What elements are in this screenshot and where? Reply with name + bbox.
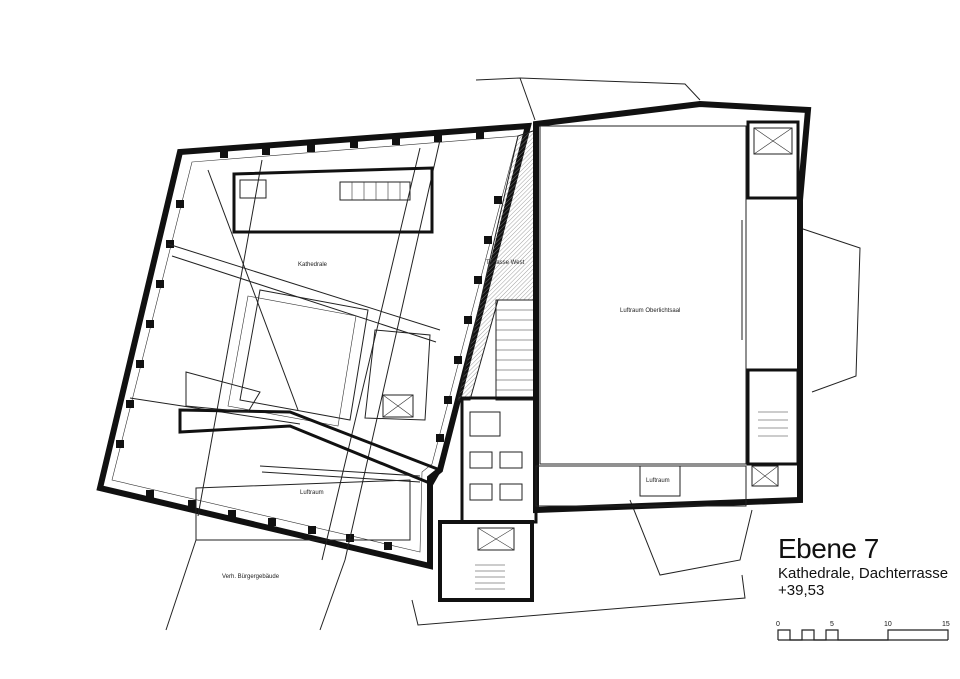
scale-tick-5: 5 (830, 621, 834, 628)
south-stair-tower (438, 520, 534, 602)
perimeter-columns (116, 131, 502, 550)
level-subtitle: Kathedrale, Dachterrasse (778, 565, 949, 582)
context-outlines (165, 77, 861, 631)
luftraum-band (178, 371, 443, 541)
label-luftraum: Luftraum (300, 490, 324, 496)
level-elevation: +39,53 (778, 582, 825, 599)
label-luftraum-small: Luftraum (646, 478, 670, 484)
title-block: Ebene 7 Kathedrale, Dachterrasse +39,53 (778, 533, 958, 599)
kathedrale-interior (129, 139, 441, 561)
level-title: Ebene 7 (778, 533, 879, 564)
label-kathedrale: Kathedrale (298, 262, 328, 268)
oberlichtsaal-building (533, 100, 812, 514)
kathedrale-envelope (96, 122, 532, 570)
label-luftraum-oberlichtsaal: Luftraum Oberlichtsaal (620, 308, 680, 314)
scale-tick-10: 10 (884, 621, 892, 628)
scale-tick-15: 15 (942, 621, 950, 628)
scale-tick-0: 0 (776, 621, 780, 628)
core-block-north (232, 166, 434, 234)
label-buergergebaeude: Verh. Bürgergebäude (222, 574, 280, 580)
scale-bar: 0 5 10 15 (776, 621, 950, 641)
label-terrasse-west: Terrasse West (486, 260, 525, 266)
